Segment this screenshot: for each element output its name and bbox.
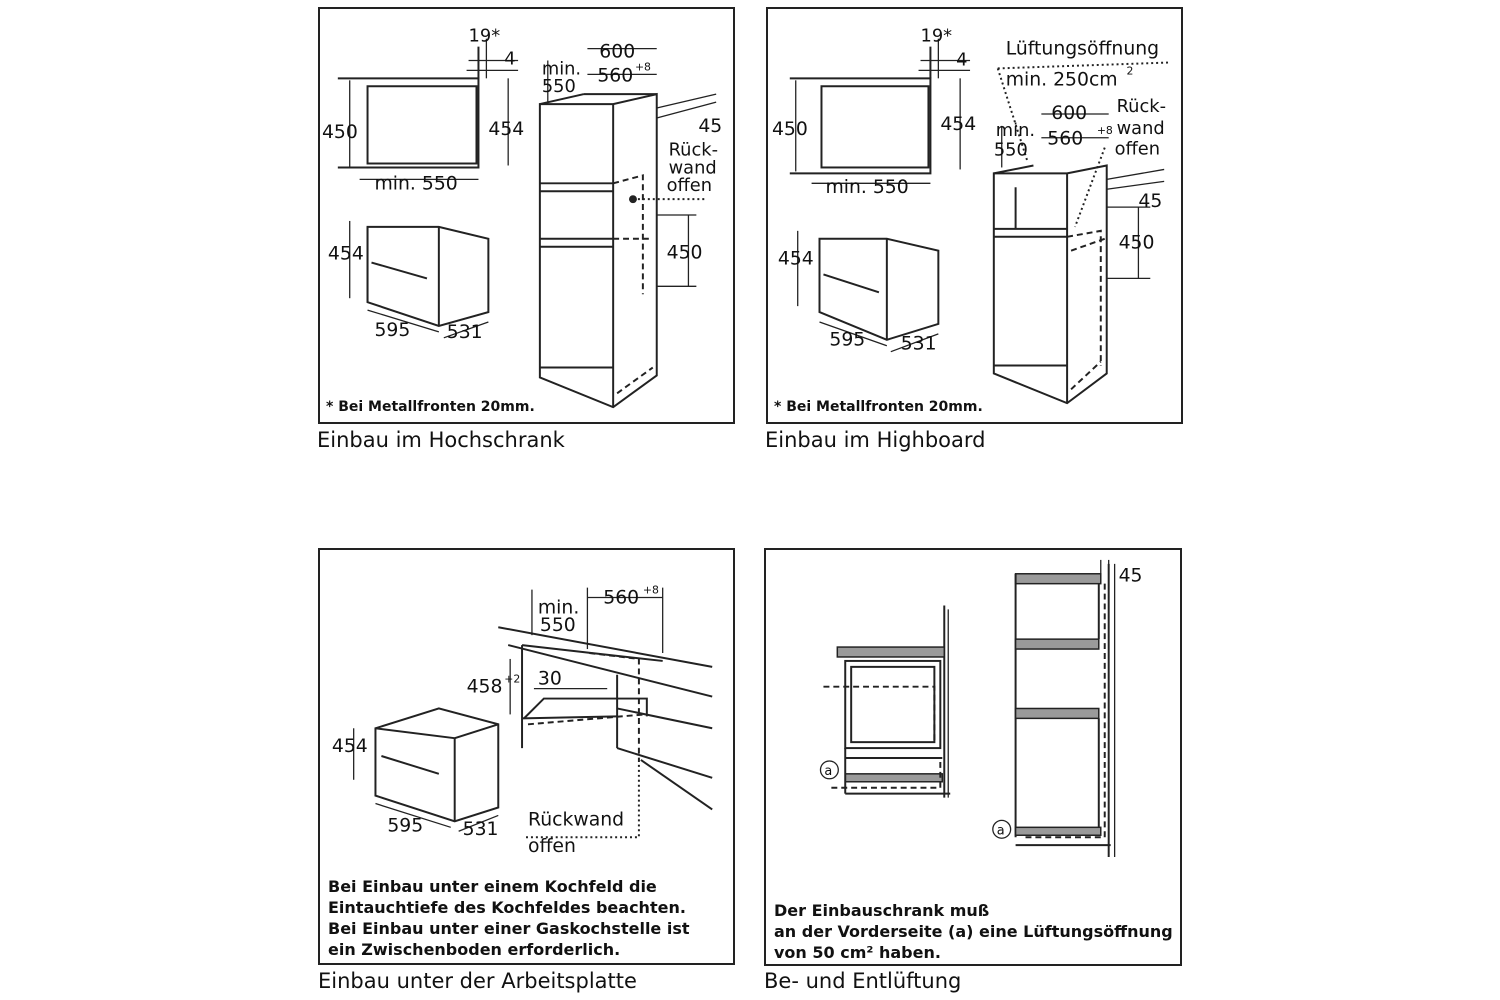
highboard-cabinet (992, 61, 1171, 405)
diagram-arbeitsplatte: min. 550 560 +8 458 +2 30 454 595 531 Rü… (332, 584, 713, 857)
label-oven-531: 531 (901, 334, 937, 355)
label-450: 450 (322, 122, 358, 143)
label-sup2: 2 (1127, 64, 1134, 77)
label-450: 450 (772, 119, 808, 140)
label-oven-595: 595 (374, 320, 410, 341)
label-lueftungsoeffnung: Lüftungsöffnung (1006, 39, 1159, 60)
label-a-left: a (824, 764, 832, 779)
diagram-lueftung: a 45 a (819, 559, 1143, 858)
label-cab-450: 450 (1119, 233, 1155, 254)
label-min250: min. 250cm (1006, 69, 1118, 90)
label-45: 45 (1138, 191, 1162, 212)
note-kochfeld: Bei Einbau unter einem Kochfeld die Eint… (328, 876, 690, 960)
label-oven-454: 454 (778, 249, 814, 270)
section-tall-cabinet (992, 559, 1116, 858)
niche-front-view (337, 38, 519, 180)
niche-front-view (789, 38, 971, 184)
label-550: 550 (540, 615, 576, 636)
label-4: 4 (504, 48, 515, 69)
worktop-and-niche (498, 587, 713, 839)
caption-lueftung: Be- und Entlüftung (764, 969, 962, 993)
label-560: 560 (597, 65, 633, 86)
caption-hochschrank: Einbau im Hochschrank (317, 428, 565, 452)
label-wand: wand (669, 157, 717, 178)
panel-hochschrank: 19* 4 450 454 min. 550 454 595 531 (318, 7, 735, 424)
label-offen: offen (528, 836, 576, 857)
panel-highboard: 19* 4 450 454 min. 550 454 595 531 (766, 7, 1183, 424)
note-line: Bei Einbau unter einem Kochfeld die (328, 877, 657, 896)
caption-arbeitsplatte: Einbau unter der Arbeitsplatte (318, 969, 637, 993)
label-45: 45 (1119, 566, 1143, 587)
label-min: min. (538, 597, 579, 618)
label-min: min. (996, 120, 1035, 141)
label-458: 458 (467, 677, 503, 698)
label-oven-595: 595 (387, 815, 423, 836)
note-line: Eintauchtiefe des Kochfeldes beachten. (328, 898, 686, 917)
label-wand: wand (1117, 118, 1165, 139)
section-under-counter (819, 605, 951, 798)
footnote-metallfronten: * Bei Metallfronten 20mm. (774, 399, 983, 415)
label-min: min. (542, 58, 581, 79)
tall-cabinet (538, 47, 717, 409)
note-line: Bei Einbau unter einer Gaskochstelle ist (328, 919, 690, 938)
label-600: 600 (599, 42, 635, 63)
label-offen: offen (667, 175, 712, 196)
label-min550: min. 550 (825, 177, 908, 198)
label-oven-454: 454 (332, 736, 368, 757)
label-454: 454 (488, 119, 524, 140)
note-line: von 50 cm² haben. (774, 943, 941, 962)
label-oven-595: 595 (829, 330, 865, 351)
label-19: 19* (469, 26, 501, 47)
diagram-hochschrank: 19* 4 450 454 min. 550 454 595 531 (322, 26, 722, 409)
label-cab-450: 450 (667, 243, 703, 264)
caption-highboard: Einbau im Highboard (765, 428, 986, 452)
label-tol8: +8 (1097, 124, 1113, 137)
label-offen: offen (1115, 139, 1160, 160)
note-line: an der Vorderseite (a) eine Lüftungsöffn… (774, 922, 1173, 941)
panel-lueftung: a 45 a Der Einbauschrank muß an der Vord… (764, 548, 1182, 966)
label-45: 45 (698, 116, 722, 137)
oven-drawing (353, 707, 500, 832)
label-oven-454: 454 (328, 244, 364, 265)
label-min550: min. 550 (374, 173, 457, 194)
label-600: 600 (1051, 103, 1087, 124)
label-560: 560 (1047, 129, 1083, 150)
label-a-right: a (997, 823, 1005, 838)
label-30: 30 (538, 669, 562, 690)
label-tol2: +2 (504, 673, 520, 686)
diagram-highboard: 19* 4 450 454 min. 550 454 595 531 (772, 26, 1171, 405)
label-19: 19* (921, 26, 953, 47)
label-454: 454 (940, 114, 976, 135)
panel-arbeitsplatte: min. 550 560 +8 458 +2 30 454 595 531 Rü… (318, 548, 735, 965)
oven-drawing (797, 230, 940, 353)
label-550: 550 (994, 140, 1028, 161)
label-rueckwand: Rückwand (528, 809, 624, 830)
label-550: 550 (542, 76, 576, 97)
note-line: ein Zwischenboden erforderlich. (328, 940, 621, 959)
label-4: 4 (956, 49, 967, 70)
label-tol8: +8 (643, 584, 659, 597)
label-oven-531: 531 (447, 322, 483, 343)
note-line: Der Einbauschrank muß (774, 901, 990, 920)
label-tol8: +8 (635, 60, 651, 73)
label-ruck: Rück- (669, 140, 718, 161)
footnote-metallfronten: * Bei Metallfronten 20mm. (326, 399, 535, 415)
label-560: 560 (603, 587, 639, 608)
label-ruck: Rück- (1117, 96, 1166, 117)
label-oven-531: 531 (463, 819, 499, 840)
oven-drawing (349, 220, 490, 339)
note-lueftung: Der Einbauschrank muß an der Vorderseite… (774, 900, 1173, 963)
